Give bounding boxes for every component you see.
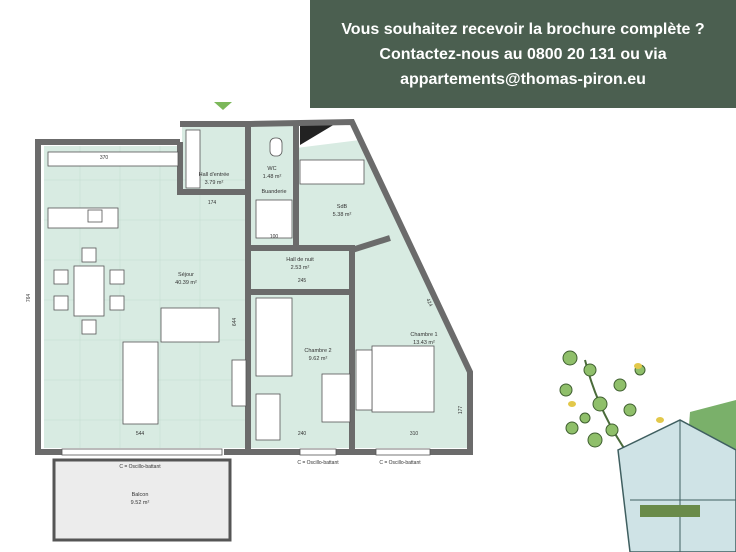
window-label-3: C = Oscillo-battant: [379, 460, 421, 466]
dining-table: [73, 265, 105, 317]
dim-370: 370: [100, 155, 109, 161]
dim-174: 174: [208, 200, 217, 206]
room-chambre1-name: Chambre 1: [410, 332, 437, 338]
plant-illustration: [559, 350, 736, 552]
armchair-sofa: [122, 341, 159, 425]
washing-machines: [255, 199, 293, 239]
room-hall-entree-name: Hall d'entrée: [199, 172, 230, 178]
dim-245: 245: [298, 278, 307, 284]
bed-chambre-2: [255, 297, 293, 377]
room-sdb-area: 5.38 m²: [333, 212, 352, 218]
dim-310: 310: [410, 431, 419, 437]
balcony: [52, 458, 232, 542]
room-wc-name: WC: [267, 166, 276, 172]
room-chambre2-name: Chambre 2: [304, 348, 331, 354]
window-label-1: C = Oscillo-battant: [119, 464, 161, 470]
window-label-2: C = Oscillo-battant: [297, 460, 339, 466]
dim-544: 544: [136, 431, 145, 437]
dim-424: 424: [424, 298, 433, 308]
room-chambre2-area: 9.62 m²: [309, 356, 328, 362]
brochure-banner: Vous souhaitez recevoir la brochure comp…: [310, 0, 736, 108]
kitchen-counter: [47, 151, 179, 167]
room-sejour-area: 40.39 m²: [175, 280, 197, 286]
room-balcon-name: Balcon: [132, 492, 149, 498]
room-balcon-area: 9.52 m²: [131, 500, 150, 506]
walls: [35, 118, 473, 455]
bed-chambre-1: [371, 345, 435, 413]
entrance-arrow-icon: [214, 102, 232, 110]
dim-644: 644: [232, 318, 238, 327]
greenhouse-icon: [617, 419, 736, 552]
banner-line-1: Vous souhaitez recevoir la brochure comp…: [341, 20, 705, 38]
sofa: [160, 307, 220, 343]
room-sejour-name: Séjour: [178, 272, 194, 278]
kitchen-island: [47, 207, 119, 229]
banner-email[interactable]: appartements@thomas-piron.eu: [400, 70, 646, 88]
room-sdb-name: SdB: [337, 204, 348, 210]
room-hall-nuit-area: 2.53 m²: [291, 265, 310, 271]
room-hall-entree-area: 3.79 m²: [205, 180, 224, 186]
room-wc-area: 1.48 m²: [263, 174, 282, 180]
furniture: [47, 129, 435, 441]
room-hall-nuit-name: Hall de nuit: [286, 257, 314, 263]
dim-177: 177: [458, 406, 464, 415]
shaft: [300, 124, 335, 145]
room-chambre1-area: 13.43 m²: [413, 340, 435, 346]
dim-240: 240: [298, 431, 307, 437]
toilet: [269, 137, 283, 157]
dim-764: 764: [26, 294, 32, 303]
wardrobe: [255, 393, 281, 441]
desk: [321, 373, 351, 423]
dim-100: 100: [270, 234, 279, 240]
bathtub: [299, 159, 365, 185]
banner-line-2: Contactez-nous au 0800 20 131 ou via: [379, 45, 667, 63]
windows: [61, 448, 431, 456]
room-buanderie-name: Buanderie: [261, 189, 286, 195]
